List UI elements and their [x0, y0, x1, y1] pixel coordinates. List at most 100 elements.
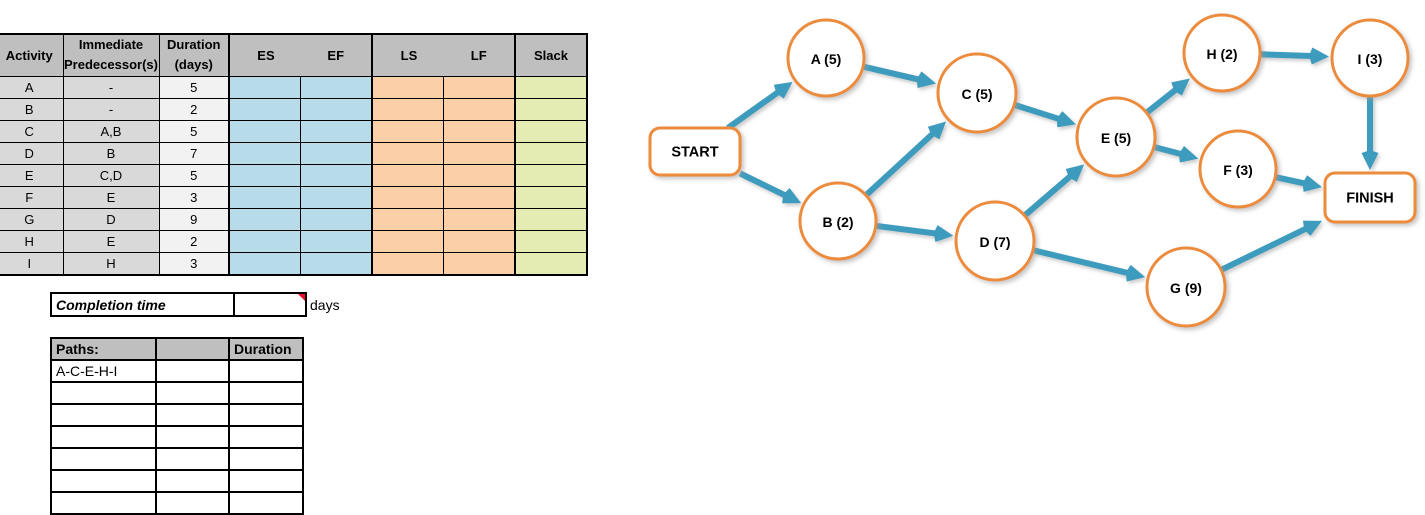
cell-ls[interactable] [371, 208, 444, 231]
cell-es[interactable] [228, 98, 301, 121]
cell-lf[interactable] [443, 98, 516, 121]
activity-node-f[interactable]: F (3) [1198, 129, 1278, 209]
cell-path-duration[interactable] [228, 425, 304, 449]
cell-slack[interactable] [514, 230, 588, 253]
cell-path[interactable] [50, 447, 157, 471]
completion-time-input[interactable] [233, 292, 307, 317]
completion-time-row-cells: Completion time [50, 292, 307, 317]
activity-node-e[interactable]: E (5) [1075, 96, 1157, 178]
cell-lf[interactable] [443, 230, 516, 253]
cell-ef[interactable] [300, 120, 373, 143]
cell-path-duration[interactable] [228, 447, 304, 471]
header-paths-blank [155, 337, 230, 361]
cell-es[interactable] [228, 186, 301, 209]
cell-es[interactable] [228, 252, 301, 276]
edge-e-to-f [1152, 143, 1199, 163]
cell-es[interactable] [228, 76, 301, 99]
cell-slack[interactable] [514, 252, 588, 276]
cell-ef[interactable] [300, 76, 373, 99]
cell-ef[interactable] [300, 252, 373, 276]
cell-path[interactable] [50, 381, 157, 405]
activity-node-c[interactable]: C (5) [936, 52, 1018, 134]
cell-lf[interactable] [443, 252, 516, 276]
cell-path[interactable] [50, 425, 157, 449]
header-ls: LS [400, 48, 418, 63]
cell-ef[interactable] [300, 186, 373, 209]
terminal-label-start: START [671, 145, 718, 161]
cell-path-middle[interactable] [155, 403, 230, 427]
activity-node-d[interactable]: D (7) [954, 200, 1036, 282]
cell-es[interactable] [228, 120, 301, 143]
cell-ls[interactable] [371, 98, 444, 121]
cell-es[interactable] [228, 142, 301, 165]
cell-ls[interactable] [371, 120, 444, 143]
cell-activity: I [0, 252, 64, 276]
cell-path-middle[interactable] [155, 359, 230, 383]
cell-ef[interactable] [300, 164, 373, 187]
cell-lf[interactable] [443, 186, 516, 209]
node-circle [786, 18, 866, 98]
terminal-node-finish[interactable]: FINISH [1323, 171, 1417, 224]
cell-slack[interactable] [514, 164, 588, 187]
cell-lf[interactable] [443, 76, 516, 99]
cell-path[interactable] [50, 469, 157, 493]
node-label-h: H (2) [1206, 46, 1237, 62]
cell-es[interactable] [228, 164, 301, 187]
cell-ls[interactable] [371, 186, 444, 209]
cell-ls[interactable] [371, 142, 444, 165]
edge-d-to-e [1022, 164, 1085, 218]
cell-slack[interactable] [514, 142, 588, 165]
activity-node-g[interactable]: G (9) [1145, 246, 1227, 328]
cell-es[interactable] [228, 230, 301, 253]
cell-slack[interactable] [514, 186, 588, 209]
cell-lf[interactable] [443, 142, 516, 165]
cell-lf[interactable] [443, 208, 516, 231]
node-label-b: B (2) [822, 214, 853, 230]
cell-es[interactable] [228, 208, 301, 231]
cell-path-middle[interactable] [155, 381, 230, 405]
cell-predecessor: - [62, 76, 160, 99]
cell-path-middle[interactable] [155, 491, 230, 515]
cell-path-duration[interactable] [228, 359, 304, 383]
activity-node-i[interactable]: I (3) [1330, 18, 1410, 98]
cell-slack[interactable] [514, 208, 588, 231]
cell-slack[interactable] [514, 76, 588, 99]
table-row [50, 491, 304, 515]
activity-node-b[interactable]: B (2) [798, 181, 878, 261]
cell-slack[interactable] [514, 98, 588, 121]
cell-activity: G [0, 208, 64, 231]
cell-activity: E [0, 164, 64, 187]
cell-activity: H [0, 230, 64, 253]
cell-path-duration[interactable] [228, 381, 304, 405]
terminal-node-start[interactable]: START [648, 126, 742, 177]
cell-path-middle[interactable] [155, 425, 230, 449]
cell-path-duration[interactable] [228, 491, 304, 515]
cell-slack[interactable] [514, 120, 588, 143]
cell-ef[interactable] [300, 142, 373, 165]
cell-ef[interactable] [300, 98, 373, 121]
cell-ls[interactable] [371, 230, 444, 253]
cell-ls[interactable] [371, 76, 444, 99]
cell-ls[interactable] [371, 164, 444, 187]
cell-path[interactable] [50, 491, 157, 515]
cell-ef[interactable] [300, 230, 373, 253]
cell-path-duration[interactable] [228, 469, 304, 493]
node-circle [1198, 129, 1278, 209]
cell-path-middle[interactable] [155, 469, 230, 493]
activity-node-h[interactable]: H (2) [1182, 13, 1262, 93]
cell-ls[interactable] [371, 252, 444, 276]
cell-path[interactable]: A-C-E-H-I [50, 359, 157, 383]
cell-duration: 5 [158, 76, 230, 99]
cell-lf[interactable] [443, 164, 516, 187]
paths-table-header: Paths: Duration [50, 337, 304, 361]
cell-path-middle[interactable] [155, 447, 230, 471]
cell-path[interactable] [50, 403, 157, 427]
cell-lf[interactable] [443, 120, 516, 143]
cell-path-duration[interactable] [228, 403, 304, 427]
cell-ef[interactable] [300, 208, 373, 231]
activity-node-a[interactable]: A (5) [786, 18, 866, 98]
table-row [50, 469, 304, 493]
table-row [50, 447, 304, 471]
